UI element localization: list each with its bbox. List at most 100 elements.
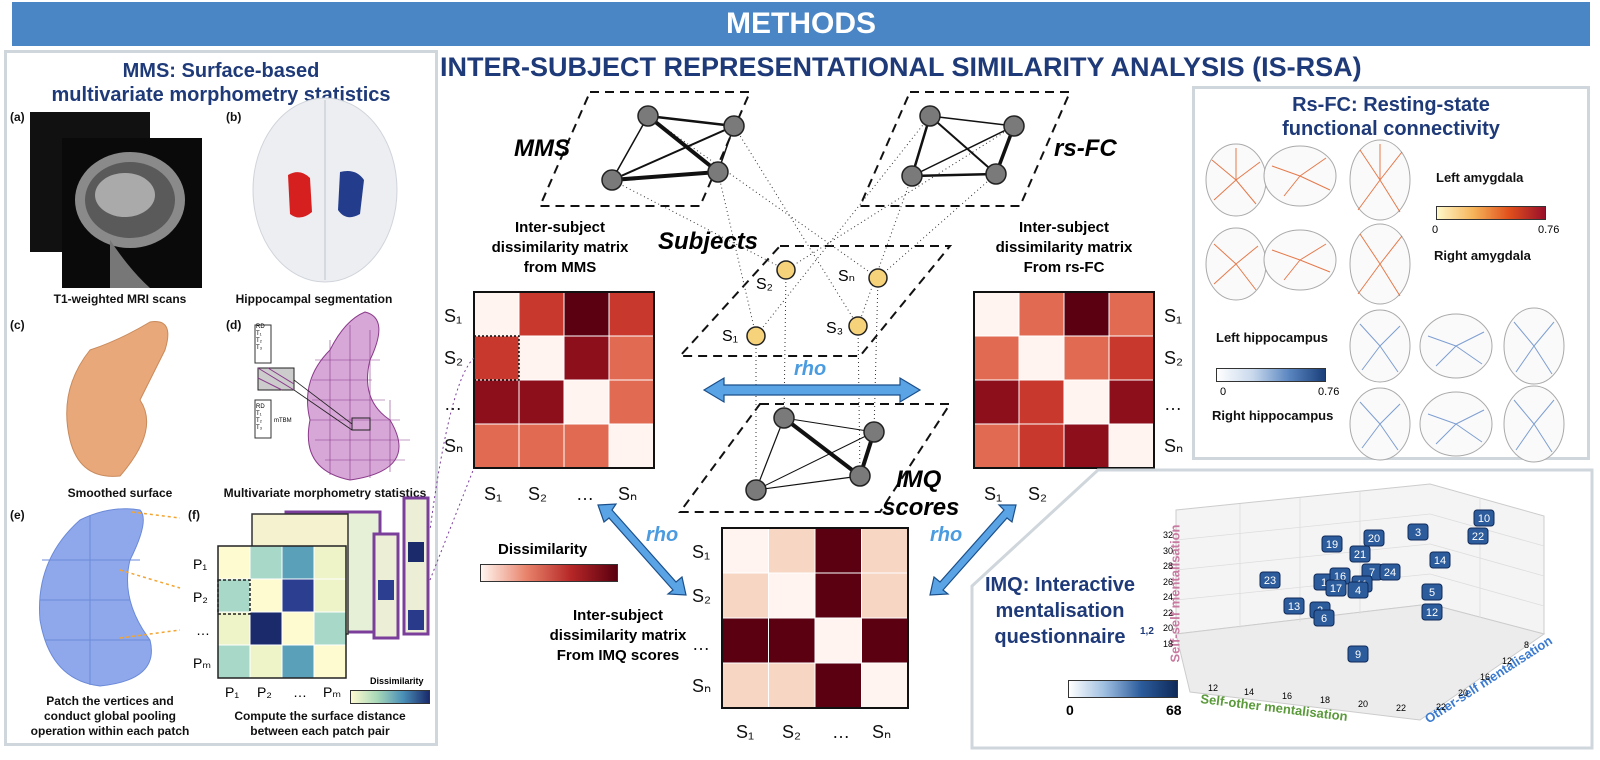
label-mms: MMS [514,135,570,162]
imq-point-label: 21 [1354,549,1366,561]
node-sn: Sₙ [838,268,856,285]
imq-matrix-cell [768,662,816,709]
imq-matrix-cell [861,617,909,664]
imq-point-label: 14 [1434,555,1446,567]
mms-row-1: S₁ [444,306,463,326]
hippocampus-cb-max: 0.76 [1318,386,1340,398]
mms-col-2: S₂ [528,484,547,504]
patch-label-1: P₁ [193,556,208,572]
mtbm-label: mTBM [274,418,292,424]
imq-colorbar [1068,680,1178,698]
caption-f1: Compute the surface distance [234,709,406,723]
rsfc-row-4: Sₙ [1164,436,1184,456]
mms-matrix-cell [518,335,565,381]
imq-point-label: 19 [1326,539,1338,551]
methods-banner: METHODS [12,2,1590,46]
imq-point-label: 20 [1368,533,1380,545]
patch-matrix [217,545,347,679]
mms-matrix-cell [518,423,565,469]
label-subjects: Subjects [658,228,759,255]
label-imq-2: scores [882,494,960,521]
imq-matrix-cell [768,572,816,619]
rsfc-row-2: S₂ [1164,348,1183,368]
imq-point-label: 22 [1472,531,1484,543]
imq-matrix-cell [721,617,769,664]
imq-point-label: 4 [1355,585,1361,597]
patch-col-3: … [293,684,307,700]
imq-matrix-cell [861,662,909,709]
label-d: (d) [226,318,242,332]
patch-colorbar [350,690,430,704]
imq-point-marker [1421,583,1443,601]
imq-point-marker [1259,571,1281,589]
amygdala-cb-max: 0.76 [1538,224,1560,236]
imq-point-label: 9 [1355,649,1361,661]
imq-col-2: S₂ [782,722,801,742]
mms-col-1: S₁ [484,484,503,504]
imq-point-label: 5 [1429,587,1435,599]
mms-row-4: Sₙ [444,436,464,456]
dissimilarity-colorbar [480,564,618,582]
patch-matrix-cell [313,578,347,613]
label-c: (c) [10,318,25,332]
imq-point-label: 17 [1330,583,1342,595]
plane-rsfc [858,91,1072,207]
patch-col-4: Pₘ [323,684,342,700]
caption-a: T1-weighted MRI scans [53,292,187,306]
mms-row-2: S₂ [444,348,463,368]
imq-row-3: … [692,634,710,654]
imq-superscript: 1,2 [1140,626,1154,637]
plane-imq [678,403,952,513]
plane-subjects [677,245,953,357]
subject-node-3 [848,316,868,336]
smoothed-surface [66,321,169,477]
imq-matrix-cell [861,527,909,574]
rho-arrow-left-diagonal [597,503,687,596]
patch-label-4: Pₘ [193,655,212,671]
mms-col-4: Sₙ [618,484,638,504]
mms-matrix-cell [473,423,520,469]
imq-col-1: S₁ [736,722,755,742]
imq-point-marker [1321,535,1343,553]
imq-point-marker [1407,523,1429,541]
mms-row-3: … [444,394,462,414]
imq-point-marker [1325,579,1347,597]
mms-matrix-cell [563,423,610,469]
imq-col-3: … [832,722,850,742]
patch-label-2: P₂ [193,589,208,605]
caption-f2: between each patch pair [250,724,390,738]
patch-matrix-cell [217,578,251,613]
patch-matrix-cell [313,611,347,646]
mms-title-line2: multivariate morphometry statistics [51,84,391,106]
subject-node-2 [776,260,796,280]
imq-matrix-cell [814,662,862,709]
imq-point-marker [1283,597,1305,615]
rsfc-matrix-cell [1108,335,1155,381]
mms-matrix-cell [563,379,610,425]
right-hippocampus-label: Right hippocampus [1212,408,1334,423]
right-hippocampus-blue [338,171,364,218]
label-b: (b) [226,110,242,124]
patched-surface [39,508,152,687]
imq-matrix-cell [768,617,816,664]
right-amygdala-label: Right amygdala [1434,248,1531,263]
node-s3: S₃ [826,320,844,337]
imq-row-1: S₁ [692,542,711,562]
rho-arrow-right-diagonal [929,504,1017,596]
caption-e3: operation within each patch [30,724,190,738]
label-e: (e) [10,508,25,522]
imq-point-label: 24 [1384,567,1396,579]
imq-title-line3: questionnaire [994,626,1126,648]
amygdala-colorbar [1436,206,1546,220]
patch-matrix-cell [217,644,251,679]
rsfc-matrix-cell [1018,423,1065,469]
label-imq-1: IMQ [896,466,942,493]
imq-point-marker [1473,509,1495,527]
mms-matrix-cell [563,335,610,381]
label-rsfc: rs-FC [1054,135,1117,162]
